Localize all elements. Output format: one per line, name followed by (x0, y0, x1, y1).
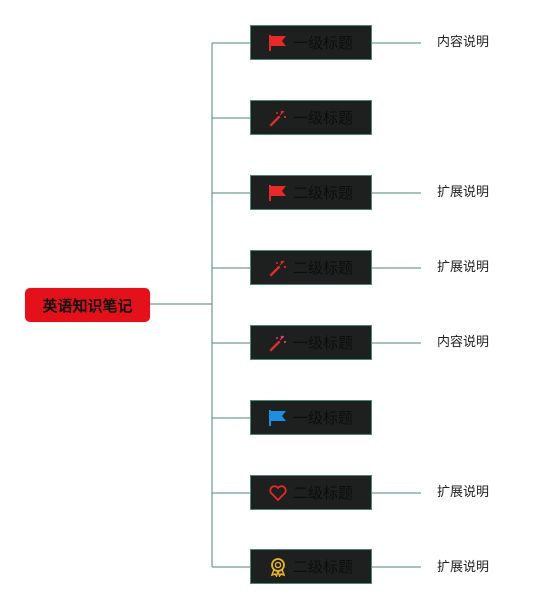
branch-topic-label: 一级标题 (293, 34, 354, 52)
branch-topic-label: 一级标题 (293, 334, 354, 352)
branch-note-3[interactable]: 扩展说明 (437, 185, 490, 200)
branch-topic-6[interactable]: 一级标题 (250, 400, 372, 435)
blue-flag-icon (268, 408, 288, 428)
branch-note-1[interactable]: 内容说明 (437, 35, 490, 50)
branch-topic-1[interactable]: 一级标题 (250, 25, 372, 60)
branch-topic-8[interactable]: 二级标题 (250, 549, 372, 584)
branch-topic-label: 二级标题 (293, 558, 354, 576)
red-flag-icon (268, 33, 288, 53)
party-popper-icon (268, 258, 288, 278)
root-topic-label: 英语知识笔记 (42, 296, 133, 315)
branch-topic-5[interactable]: 一级标题 (250, 325, 372, 360)
branch-topic-7[interactable]: 二级标题 (250, 475, 372, 510)
branch-topic-label: 二级标题 (293, 184, 354, 202)
root-topic[interactable]: 英语知识笔记 (25, 288, 150, 322)
branch-topic-2[interactable]: 一级标题 (250, 100, 372, 135)
branch-topic-3[interactable]: 二级标题 (250, 175, 372, 210)
award-medal-icon (268, 557, 288, 577)
branch-topic-label: 一级标题 (293, 409, 354, 427)
party-popper-icon (268, 333, 288, 353)
branch-topic-label: 二级标题 (293, 259, 354, 277)
party-popper-icon (268, 108, 288, 128)
heart-icon (268, 483, 288, 503)
branch-note-7[interactable]: 扩展说明 (437, 485, 490, 500)
branch-topic-label: 一级标题 (293, 109, 354, 127)
branch-topic-label: 二级标题 (293, 484, 354, 502)
branch-note-8[interactable]: 扩展说明 (437, 560, 490, 575)
red-flag-icon (268, 183, 288, 203)
branch-topic-4[interactable]: 二级标题 (250, 250, 372, 285)
branch-note-5[interactable]: 内容说明 (437, 335, 490, 350)
branch-note-4[interactable]: 扩展说明 (437, 260, 490, 275)
